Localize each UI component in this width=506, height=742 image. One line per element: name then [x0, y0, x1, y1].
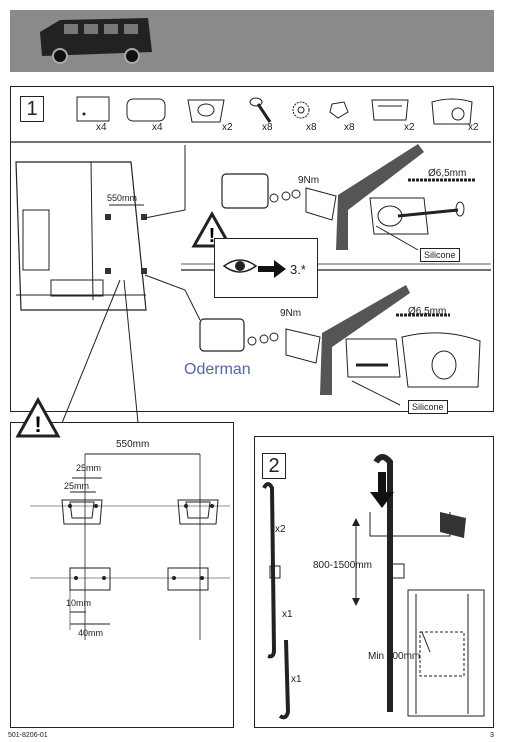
arrow-right-icon [258, 260, 286, 278]
detail-dim-25a: 25mm [76, 463, 102, 473]
silicone-top-label: Silicone [420, 248, 460, 262]
step2-frame [254, 436, 494, 728]
step2-count-x1a: x1 [282, 609, 293, 620]
bracket-part-icon [187, 99, 225, 123]
step2-range: 800-1500mm [313, 560, 372, 571]
part-count-2: x4 [152, 122, 163, 133]
svg-text:!: ! [209, 225, 216, 247]
step1-number: 1 [20, 96, 44, 122]
part-count-5: x8 [306, 122, 317, 133]
detail-warning-icon: ! [15, 396, 61, 438]
detail-dim-10: 10mm [66, 598, 92, 608]
bottom-assembly-drawing [199, 285, 481, 406]
svg-text:!: ! [34, 412, 41, 437]
step-reference: 3.* [290, 262, 306, 277]
watermark: Oderman [184, 361, 251, 378]
cover-part-icon [126, 98, 166, 122]
nut-part-icon [329, 101, 349, 119]
step2-count-x2: x2 [275, 524, 286, 535]
doc-number: 501-8206-01 [8, 732, 48, 739]
step1-dim-550: 550mm [107, 193, 138, 203]
detail-dim-550: 550mm [116, 439, 150, 450]
eye-icon [222, 259, 258, 273]
washer-part-icon [292, 101, 310, 119]
step2-min: Min 100mm [368, 651, 421, 662]
part-count-4: x8 [262, 122, 273, 133]
drill-bottom: Ø6,5mm [408, 306, 447, 317]
bolt-part-icon [249, 97, 272, 123]
part-count-1: x4 [96, 122, 107, 133]
cutting-drawing [352, 454, 485, 717]
detail-dim-40: 40mm [78, 628, 104, 638]
silicone-bottom-label: Silicone [408, 400, 448, 414]
rail-parts-drawing [262, 482, 291, 720]
end-cap-part-icon [431, 98, 473, 125]
hole-layout-drawing [30, 453, 230, 640]
step2-number: 2 [262, 453, 286, 479]
van-logo-icon [40, 18, 152, 64]
part-count-7: x2 [404, 122, 415, 133]
pad-part-icon [76, 96, 110, 122]
part-count-3: x2 [222, 122, 233, 133]
part-count-6: x8 [344, 122, 355, 133]
callout-lines [144, 145, 201, 321]
van-rear-drawing [15, 161, 147, 311]
drill-top: Ø6,5mm [428, 168, 467, 179]
foot-bracket-part-icon [371, 99, 409, 121]
top-assembly-drawing [221, 144, 476, 251]
detail-zoom-lines [61, 279, 139, 424]
detail-dim-25b: 25mm [64, 481, 90, 491]
step2-count-x1b: x1 [291, 674, 302, 685]
torque-bottom: 9Nm [280, 308, 302, 319]
part-count-8: x2 [468, 122, 479, 133]
torque-top: 9Nm [298, 175, 320, 186]
page-number: 3 [490, 732, 494, 739]
detail-frame [10, 422, 234, 728]
